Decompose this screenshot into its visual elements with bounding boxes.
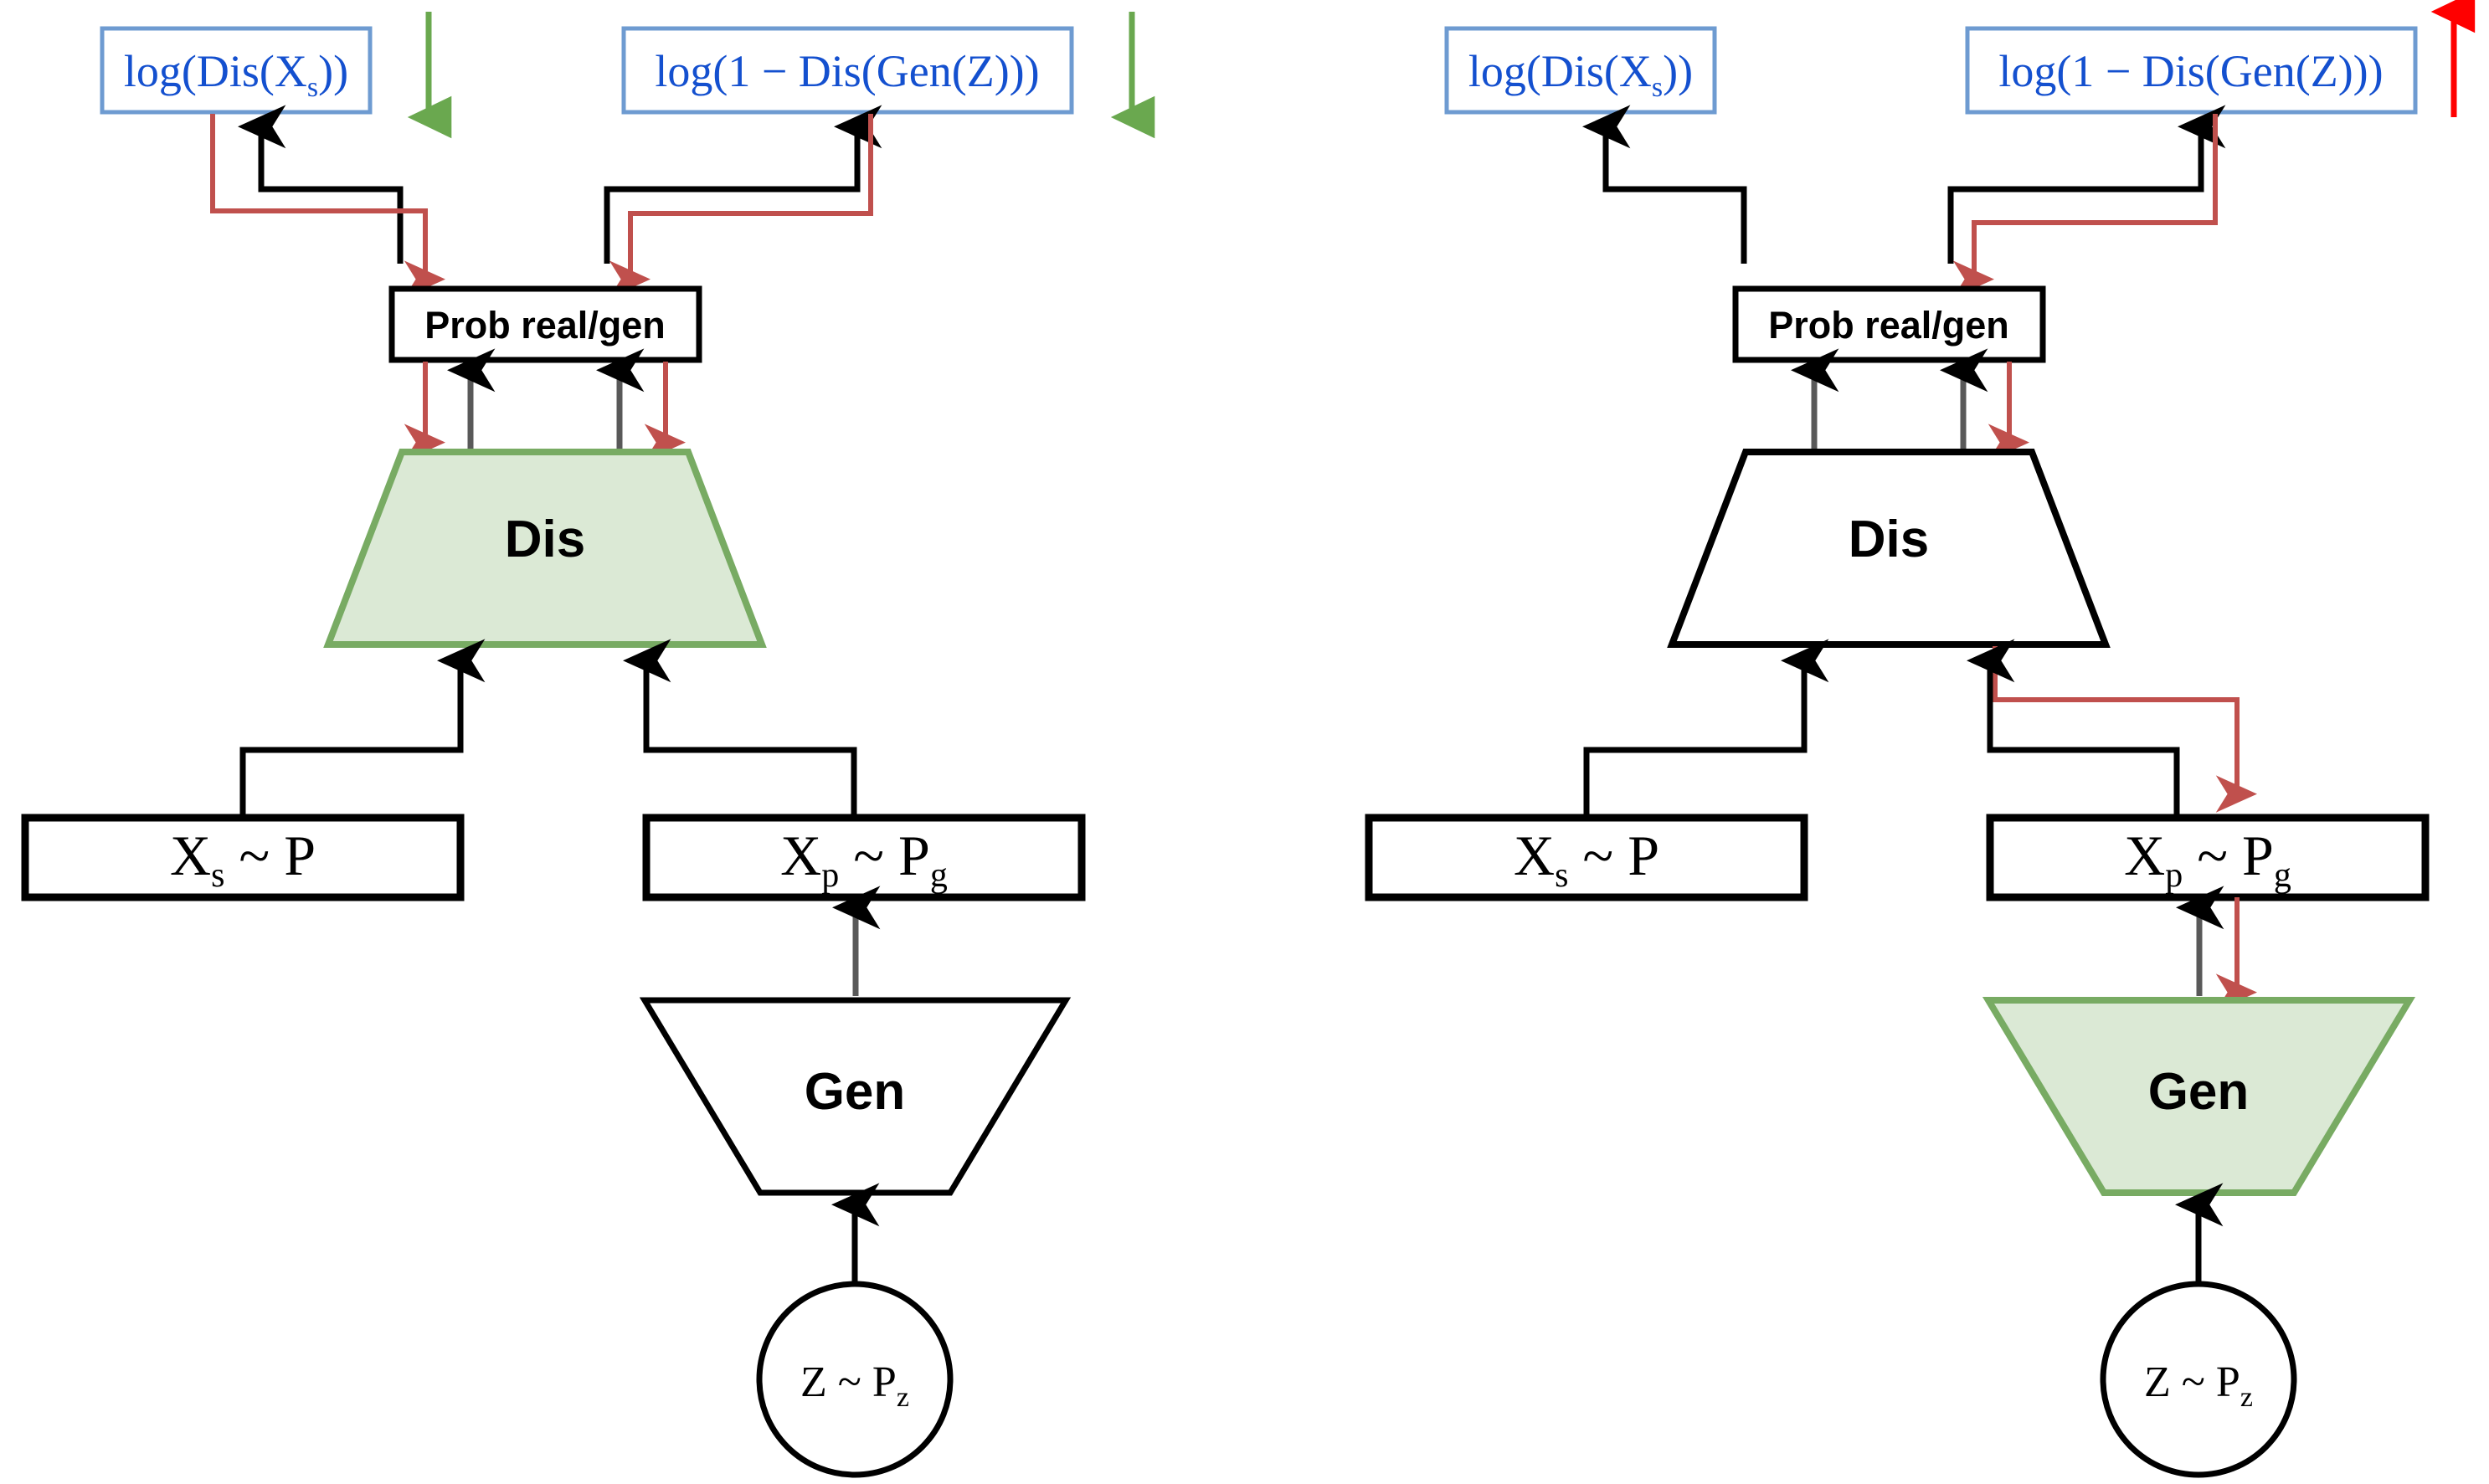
xreal-to-dis-path-right — [1583, 639, 1829, 818]
data-box-fake-left[interactable]: Xp ~ Pg — [642, 814, 1086, 901]
loss-box-fake-left[interactable]: log(1 − Dis(Gen(Z))) — [621, 26, 1074, 115]
data-box-real-right-label: Xs ~ P — [1514, 824, 1659, 895]
dis-module-right[interactable]: Dis — [1667, 449, 2111, 648]
loss-box-fake-right-label: log(1 − Dis(Gen(Z))) — [1998, 46, 2383, 96]
backprop-path-fake-right — [1952, 114, 2218, 298]
loss-box-real-left-label: log(Dis(Xs)) — [124, 46, 348, 103]
left-panel: log(Dis(Xs)) log(1 − Dis(Gen(Z))) Prob r… — [21, 12, 1155, 1478]
gen-module-left[interactable]: Gen — [639, 997, 1072, 1196]
data-box-real-left[interactable]: Xs ~ P — [21, 814, 465, 901]
dis-module-left-label: Dis — [505, 511, 585, 568]
data-box-fake-left-label: Xp ~ Pg — [780, 824, 948, 895]
prob-box-left[interactable]: Prob real/gen — [388, 285, 702, 363]
backprop-dis-to-xfake-right — [1993, 646, 2258, 813]
noise-node-left-label: Z ~ Pz — [800, 1358, 909, 1413]
right-panel: log(Dis(Xs)) log(1 − Dis(Gen(Z))) Prob r… — [1365, 0, 2476, 1478]
xreal-to-dis-path-left — [239, 639, 486, 818]
forward-path-real-right — [1581, 105, 1747, 264]
noise-node-right[interactable]: Z ~ Pz — [2100, 1281, 2297, 1478]
xfake-to-dis-path-left — [622, 639, 857, 818]
noise-node-left[interactable]: Z ~ Pz — [756, 1281, 954, 1478]
noise-node-right-label: Z ~ Pz — [2144, 1358, 2253, 1413]
loss-box-fake-left-label: log(1 − Dis(Gen(Z))) — [655, 46, 1039, 96]
gen-module-right-label: Gen — [2148, 1063, 2250, 1121]
dis-module-right-label: Dis — [1849, 511, 1929, 568]
data-box-real-left-label: Xs ~ P — [170, 824, 316, 895]
loss-box-real-right[interactable]: log(Dis(Xs)) — [1444, 26, 1717, 115]
xfake-to-dis-path-right — [1966, 639, 2180, 818]
data-box-real-right[interactable]: Xs ~ P — [1365, 814, 1808, 901]
gen-module-left-label: Gen — [805, 1063, 906, 1121]
gen-module-right[interactable]: Gen — [1982, 997, 2416, 1196]
dis-module-left[interactable]: Dis — [323, 449, 767, 648]
forward-path-real-left — [237, 105, 404, 264]
prob-box-left-label: Prob real/gen — [424, 304, 666, 347]
backprop-path-fake-left — [609, 114, 873, 298]
prob-box-right-label: Prob real/gen — [1768, 304, 2009, 347]
forward-path-fake-right — [1947, 105, 2226, 264]
loss-box-real-left[interactable]: log(Dis(Xs)) — [100, 26, 373, 115]
data-box-fake-right[interactable]: Xp ~ Pg — [1986, 814, 2430, 901]
backprop-path-real-left — [210, 114, 446, 298]
forward-path-fake-left — [604, 105, 882, 264]
loss-box-fake-right[interactable]: log(1 − Dis(Gen(Z))) — [1965, 26, 2418, 115]
loss-box-real-right-label: log(Dis(Xs)) — [1468, 46, 1693, 103]
prob-box-right[interactable]: Prob real/gen — [1732, 285, 2046, 363]
data-box-fake-right-label: Xp ~ Pg — [2124, 824, 2291, 895]
